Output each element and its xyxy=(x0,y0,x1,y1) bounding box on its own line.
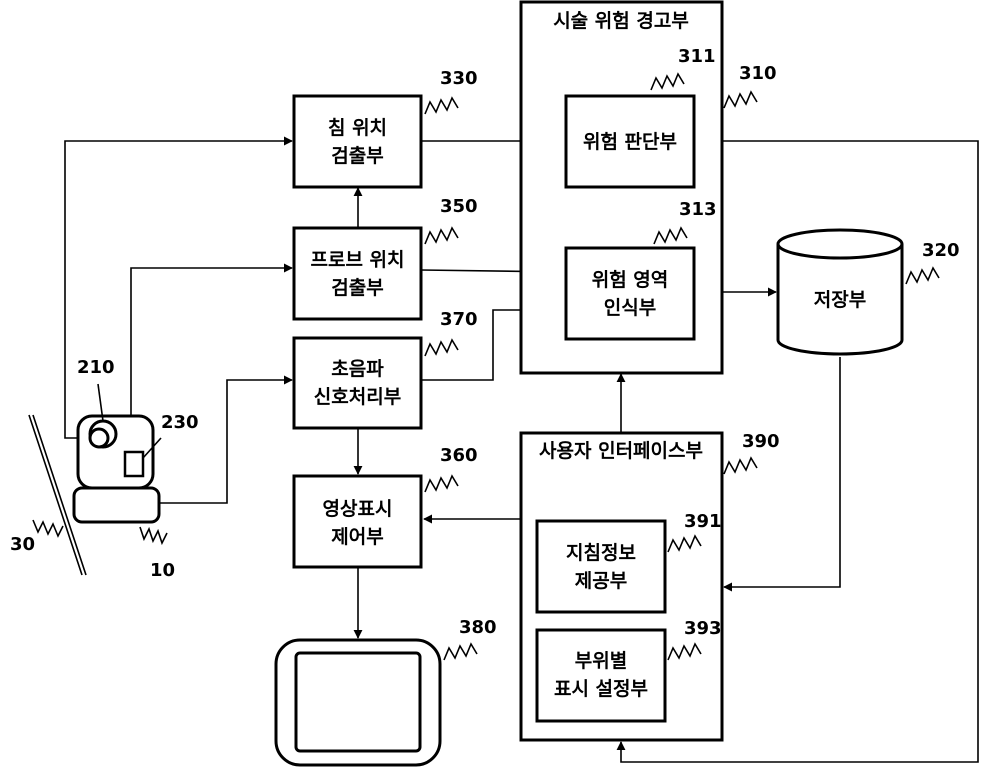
ultrasound-probe: 210 230 10 xyxy=(74,357,199,581)
arrow-probe-sensor-to-350 xyxy=(131,268,292,452)
ultrasound-signal-processor: 초음파 신호처리부 370 xyxy=(294,309,478,428)
display-controller: 영상표시 제어부 360 xyxy=(294,445,478,567)
storage-unit: 저장부 320 xyxy=(778,230,960,354)
region-setting-line2: 표시 설정부 xyxy=(554,678,648,700)
display-controller-ref: 360 xyxy=(440,445,478,466)
probe-position-detector: 프로브 위치 검출부 350 xyxy=(294,196,478,319)
risk-area-line2: 인식부 xyxy=(604,297,656,319)
probe-detector-line2: 검출부 xyxy=(331,277,383,299)
storage-ref: 320 xyxy=(922,240,960,261)
ultrasound-line2: 신호처리부 xyxy=(314,386,401,408)
user-interface-ref: 390 xyxy=(742,431,780,452)
risk-warning-title: 시술 위험 경고부 xyxy=(553,10,689,32)
region-setting-ref: 393 xyxy=(684,618,722,639)
sensor-ref: 230 xyxy=(161,412,199,433)
skin-ref: 30 xyxy=(10,534,35,555)
storage-label: 저장부 xyxy=(814,289,866,311)
region-setting-line1: 부위별 xyxy=(575,650,627,672)
needle-ref: 210 xyxy=(77,357,115,378)
guide-info-line1: 지침정보 xyxy=(566,542,636,564)
probe-detector-ref: 350 xyxy=(440,196,478,217)
needle-position-detector: 침 위치 검출부 330 xyxy=(294,68,478,187)
needle-detector-ref: 330 xyxy=(440,68,478,89)
ultrasound-line1: 초음파 xyxy=(331,358,384,380)
ultrasound-ref: 370 xyxy=(440,309,478,330)
monitor-ref: 380 xyxy=(459,617,497,638)
probe-detector-line1: 프로브 위치 xyxy=(310,249,404,271)
monitor: 380 xyxy=(276,617,497,765)
risk-judge-ref: 311 xyxy=(678,46,716,67)
arrow-probe-to-370 xyxy=(160,380,292,503)
risk-warning-ref: 310 xyxy=(739,63,777,84)
needle-detector-line1: 침 위치 xyxy=(328,117,387,139)
guide-info-line2: 제공부 xyxy=(575,570,627,592)
display-controller-line2: 제어부 xyxy=(331,526,383,548)
risk-area-line1: 위험 영역 xyxy=(592,269,669,291)
display-controller-line1: 영상표시 xyxy=(323,498,393,520)
needle-detector-line2: 검출부 xyxy=(331,145,383,167)
risk-judge-line1: 위험 판단부 xyxy=(583,131,677,153)
risk-area-ref: 313 xyxy=(679,199,717,220)
guide-info-ref: 391 xyxy=(684,511,722,532)
probe-ref: 10 xyxy=(150,560,175,581)
user-interface-title: 사용자 인터페이스부 xyxy=(539,440,703,462)
arrow-storage-to-ui xyxy=(724,357,840,587)
